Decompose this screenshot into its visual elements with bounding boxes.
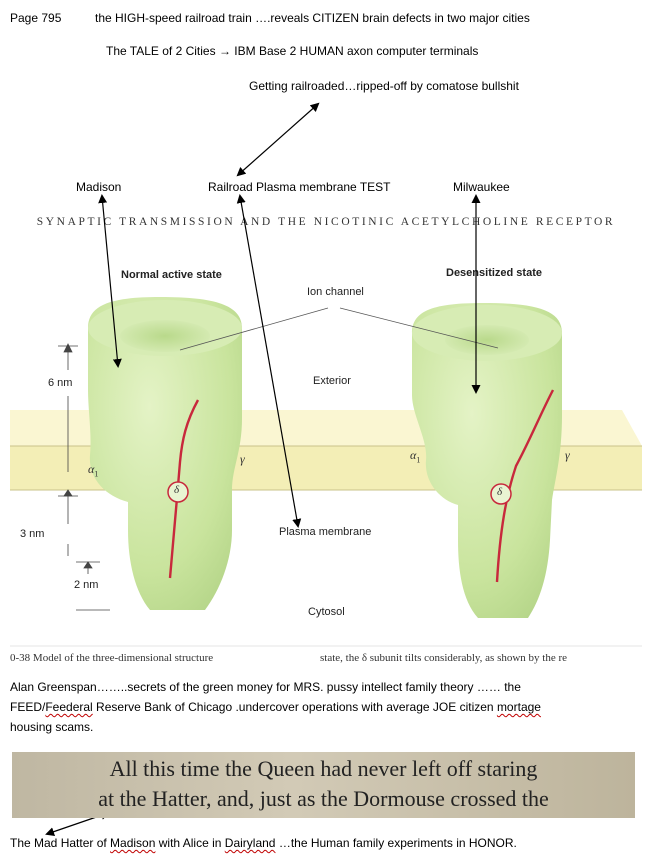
header-line-1: the HIGH-speed railroad train ….reveals … [95, 11, 530, 25]
left-alpha-subscript: 1 [94, 469, 99, 479]
right-alpha-label: α1 [410, 448, 420, 464]
label-3nm: 3 nm [20, 528, 45, 540]
dim-2nm-arrow-up [83, 561, 93, 569]
receptor-figure: SYNAPTIC TRANSMISSION AND THE NICOTINIC … [10, 200, 642, 668]
header-line-2: The TALE of 2 Cities → IBM Base 2 HUMAN … [106, 44, 478, 58]
right-delta-label: δ [497, 486, 503, 498]
right-alpha-symbol: α [410, 448, 417, 462]
annotation-madison: Madison [76, 180, 122, 194]
page-number: Page 795 [10, 11, 62, 25]
dim-6nm-arrow-up [63, 343, 73, 353]
annotation-milwaukee: Milwaukee [453, 180, 510, 194]
left-delta-label: δ [174, 484, 180, 496]
footer-line: The Mad Hatter of Madison with Alice in … [10, 836, 517, 850]
label-cytosol: Cytosol [308, 606, 345, 618]
paragraph-word-mortage: mortage [496, 700, 541, 714]
label-6nm: 6 nm [48, 377, 73, 389]
book-quote-image: All this time the Queen had never left o… [12, 752, 635, 818]
quote-line-2: at the Hatter, and, just as the Dormouse… [98, 786, 549, 811]
left-delta-circle [167, 481, 189, 503]
label-plasma-membrane: Plasma membrane [279, 526, 372, 538]
right-gamma-label: γ [565, 448, 570, 462]
footer-dairyland: Dairyland [224, 836, 276, 850]
dimension-markers [58, 343, 110, 611]
header-line-3: Getting railroaded…ripped-off by comatos… [249, 79, 519, 93]
receptor-illustration [10, 297, 642, 647]
label-normal-active-state: Normal active state [121, 269, 222, 281]
left-receptor-body [88, 297, 242, 610]
left-alpha-label: α1 [88, 462, 98, 478]
paragraph-word-feederal: Feederal [45, 700, 93, 714]
label-desensitized-state: Desensitized state [446, 267, 542, 279]
header-line-2-b: IBM Base 2 HUMAN axon computer terminals [234, 44, 479, 58]
paragraph-line-3: housing scams. [10, 720, 94, 734]
right-receptor [412, 303, 562, 618]
figure-caption-left: 0-38 Model of the three-dimensional stru… [10, 652, 214, 664]
paragraph-line-2-c: Reserve Bank of Chicago .undercover oper… [92, 700, 497, 714]
right-alpha-subscript: 1 [416, 455, 421, 465]
right-delta-circle [490, 483, 512, 505]
header-line-2-a: The TALE of 2 Cities [106, 44, 216, 58]
paragraph-line-1: Alan Greenspan……..secrets of the green m… [10, 680, 521, 694]
footer-e: …the Human family experiments in HONOR. [275, 836, 517, 850]
left-receptor [88, 297, 242, 610]
right-ion-channel [445, 325, 529, 355]
paragraph-line-2-a: FEED/ [10, 700, 46, 714]
figure-caption-right: state, the δ subunit tilts considerably,… [320, 652, 568, 664]
annotation-railroad-test: Railroad Plasma membrane TEST [208, 180, 391, 194]
right-receptor-body [412, 303, 562, 618]
footer-madison: Madison [110, 836, 156, 850]
body-paragraph: Alan Greenspan……..secrets of the green m… [10, 677, 634, 737]
figure-banner: SYNAPTIC TRANSMISSION AND THE NICOTINIC … [36, 216, 616, 228]
quote-line-1: All this time the Queen had never left o… [109, 756, 538, 781]
arrow-railroad-to-membrane [236, 194, 302, 528]
right-delta-strand [495, 389, 555, 583]
arrow-madison-to-receptor [98, 194, 122, 368]
left-alpha-symbol: α [88, 462, 95, 476]
arrow-header-to-railroad [236, 102, 320, 177]
label-ion-channel: Ion channel [307, 286, 364, 298]
left-delta-strand [168, 399, 200, 579]
left-ion-channel [120, 320, 210, 352]
footer-a: The Mad Hatter of [10, 836, 111, 850]
label-2nm: 2 nm [74, 579, 99, 591]
label-exterior: Exterior [313, 375, 351, 387]
arrow-right-icon: → [218, 44, 231, 58]
dim-3nm-arrow-up [63, 489, 73, 497]
paragraph-line-2: FEED/Feederal Reserve Bank of Chicago .u… [10, 697, 634, 717]
footer-c: with Alice in [155, 836, 225, 850]
